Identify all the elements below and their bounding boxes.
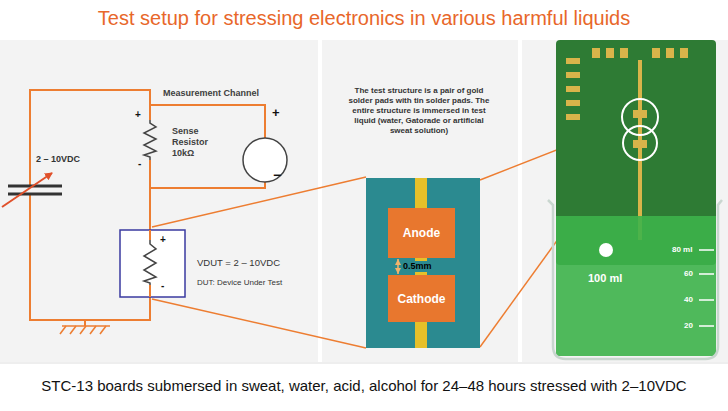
dut-note: DUT: Device Under Test	[197, 278, 282, 287]
gold-pad	[680, 48, 688, 58]
wire	[149, 160, 151, 240]
ground-hatch	[90, 326, 96, 334]
measurement-wire	[150, 182, 265, 188]
electrode-pad: Cathode	[388, 275, 455, 322]
caption-rule	[0, 363, 728, 364]
description-note: The test structure is a pair of gold sol…	[343, 86, 495, 136]
electrode-pad: Anode	[388, 208, 455, 258]
circuit-wires	[30, 90, 265, 326]
measurement-wire	[150, 105, 265, 138]
ground-hatch	[80, 326, 86, 334]
gold-pad	[566, 72, 580, 78]
polarity-sign: -	[138, 158, 141, 170]
resistor-symbol	[144, 120, 156, 160]
dimension-label: 0.5mm	[402, 261, 433, 272]
green-liquid	[556, 216, 716, 356]
leader-line	[152, 177, 366, 227]
battery-plate	[8, 193, 62, 196]
gold-pad	[620, 48, 628, 58]
component-label: Sense Resistor 10kΩ	[172, 126, 218, 159]
leader-line	[152, 299, 366, 348]
circuit-panel	[0, 40, 318, 362]
photo-panel	[522, 40, 728, 362]
tick	[699, 325, 714, 327]
gold-trace	[638, 60, 642, 240]
resistor-symbol	[144, 240, 156, 285]
polarity-sign: +	[160, 234, 166, 246]
variable-arrow	[2, 173, 52, 207]
tick	[699, 249, 714, 251]
gold-pad	[566, 100, 580, 106]
beaker-mark: 60	[684, 269, 693, 278]
polarity-sign: −	[273, 167, 281, 183]
page-title: Test setup for stressing electronics in …	[0, 7, 728, 30]
beaker-logo	[599, 243, 613, 257]
ground-hatch	[100, 326, 106, 334]
tick	[699, 273, 714, 275]
ground-wire	[84, 320, 86, 326]
structure-panel	[322, 40, 518, 362]
dut-box	[120, 230, 185, 297]
beaker-mark: 20	[684, 321, 693, 330]
beaker-ticks	[699, 250, 714, 326]
gold-pad	[606, 48, 614, 58]
substrate	[366, 178, 480, 348]
beaker-mark: 40	[684, 295, 693, 304]
gold-pad	[666, 48, 674, 58]
gold-pad	[592, 48, 600, 58]
ground-hatch	[70, 326, 76, 334]
caption: STC-13 boards submersed in sweat, water,…	[4, 377, 724, 394]
wire	[30, 90, 150, 186]
spacing-arrow	[397, 259, 399, 274]
voltage-label: 2 – 10VDC	[36, 154, 80, 164]
channel-label: Measurement Channel	[163, 88, 259, 98]
voltage-label: VDUT = 2 – 10VDC	[197, 258, 280, 269]
beaker-mark: 80 ml	[672, 245, 692, 254]
beaker-mark: 100 ml	[588, 272, 622, 285]
highlight-circle	[622, 99, 658, 135]
tick	[699, 299, 714, 301]
gold-pad	[652, 48, 660, 58]
polarity-sign: +	[135, 109, 141, 121]
gold-pads	[566, 48, 688, 240]
pad-label: Cathode	[398, 292, 446, 306]
pad-label: Anode	[403, 226, 440, 240]
beaker	[548, 200, 722, 359]
ground-symbol	[60, 326, 110, 334]
highlight-circle	[623, 126, 657, 160]
gold-pad	[566, 58, 580, 64]
gold-pad	[566, 114, 580, 120]
polarity-sign: -	[161, 280, 164, 292]
ground-hatch	[60, 326, 66, 334]
polarity-sign: +	[272, 106, 280, 121]
gold-pad	[566, 86, 580, 92]
